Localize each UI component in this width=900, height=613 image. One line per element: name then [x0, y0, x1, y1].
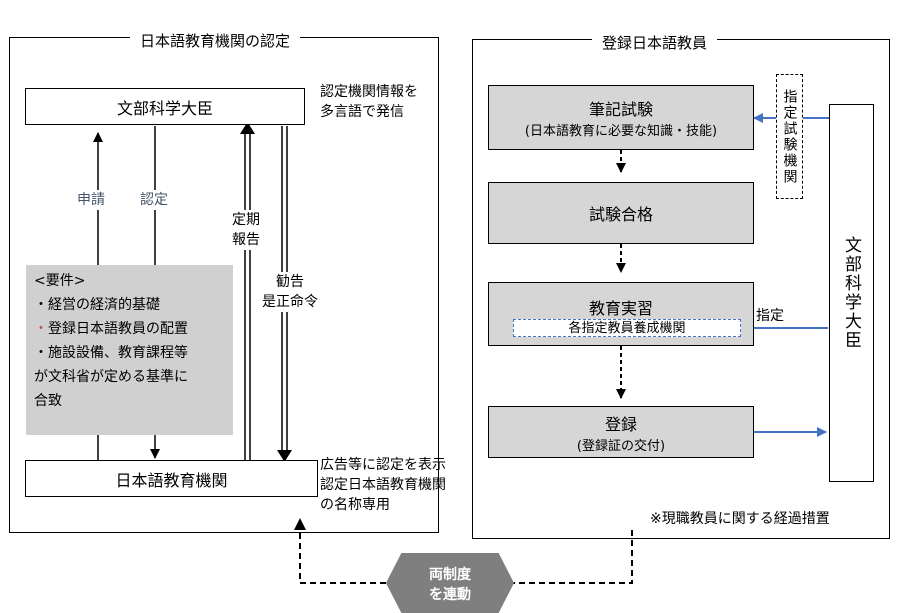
- periodic-report-label: 定期 報告: [232, 210, 260, 250]
- certify-label: 認定: [140, 190, 168, 210]
- step-exam-pass: 試験合格: [488, 182, 754, 244]
- designated-exam-org-box: 指定試験機関: [776, 74, 803, 199]
- requirement-item: ・登録日本語教員の配置: [34, 321, 188, 337]
- step-written-exam: 筆記試験 (日本語教育に必要な知識・技能): [488, 85, 754, 150]
- left-panel-title: 日本語教育機関の認定: [130, 30, 301, 51]
- requirement-item: ・施設設備、教育課程等: [34, 345, 188, 361]
- requirements-heading: <要件>: [34, 273, 86, 289]
- requirement-continuation: 合致: [34, 393, 62, 409]
- requirement-item: ・経営の経済的基礎: [34, 297, 160, 313]
- training-institution-box: 各指定教員養成機関: [513, 319, 741, 337]
- requirement-continuation: が文科省が定める基準に: [34, 369, 188, 385]
- step-registration: 登録 (登録証の交付): [488, 406, 754, 458]
- designate-label: 指定: [756, 308, 784, 324]
- link-badge: 両制度 を連動: [386, 553, 514, 613]
- transitional-note: ※現職教員に関する経過措置: [650, 511, 830, 527]
- minister-box-right: 文部科学大臣: [829, 104, 874, 482]
- ad-note: 広告等に認定を表示 認定日本語教育機関 の名称専用: [320, 457, 446, 513]
- requirements-box: <要件> ・経営の経済的基礎 ・登録日本語教員の配置 ・施設設備、教育課程等 が…: [26, 265, 233, 435]
- institution-box: 日本語教育機関: [25, 460, 318, 497]
- recommend-label: 勧告 是正命令: [262, 272, 318, 312]
- right-panel-title: 登録日本語教員: [592, 32, 718, 53]
- publish-note: 認定機関情報を 多言語で発信: [320, 84, 418, 120]
- apply-label: 申請: [77, 190, 105, 210]
- minister-box-left: 文部科学大臣: [25, 88, 305, 125]
